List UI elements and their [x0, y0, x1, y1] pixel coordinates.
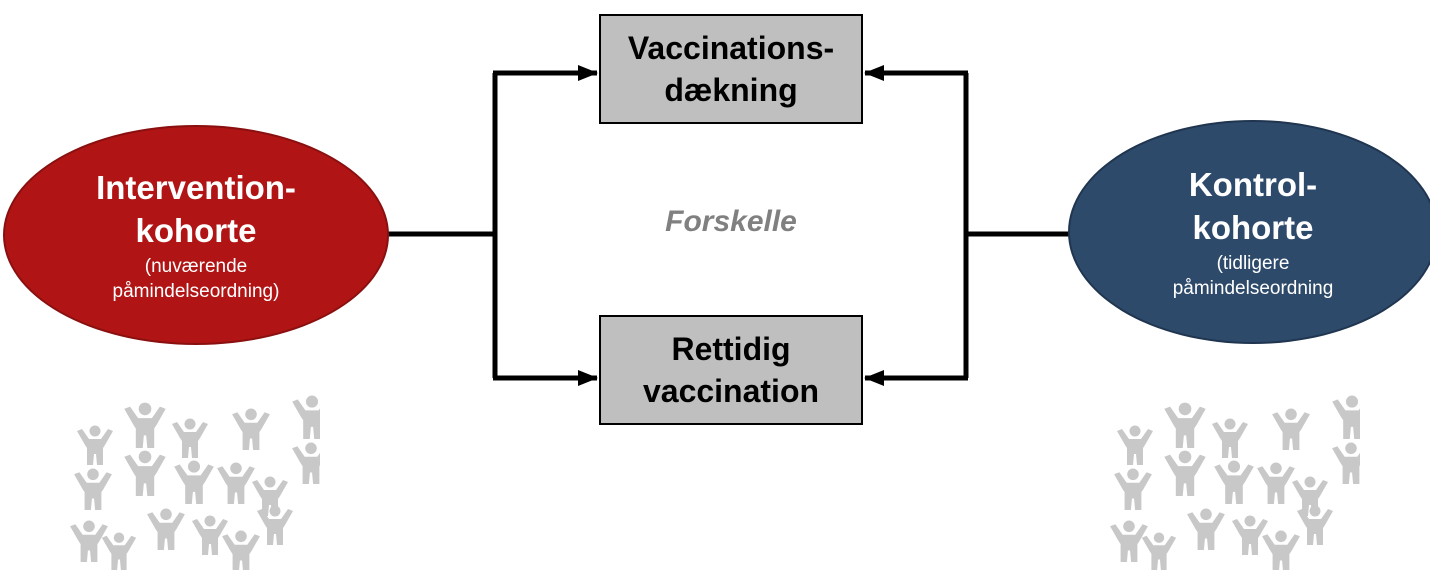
person-icon — [1214, 460, 1254, 504]
person-icon — [292, 442, 320, 484]
intervention-cohort-ellipse: Intervention- kohorte (nuværende påminde… — [3, 125, 389, 345]
person-icon — [1332, 442, 1360, 484]
differences-label: Forskelle — [665, 205, 797, 238]
person-icon — [124, 450, 166, 496]
person-icon — [174, 460, 214, 504]
people-group-right — [1110, 395, 1360, 570]
person-icon — [172, 418, 208, 458]
person-icon — [192, 515, 228, 555]
person-icon — [101, 532, 137, 570]
person-icon — [232, 408, 270, 450]
person-icon — [292, 395, 320, 440]
control-title-line1: Kontrol- — [1188, 166, 1318, 203]
person-icon — [1272, 408, 1310, 450]
person-icon — [1164, 402, 1206, 448]
intervention-title-line2: kohorte — [135, 212, 257, 249]
timely-vaccination-line2: vaccination — [642, 373, 820, 409]
person-icon — [1292, 476, 1328, 516]
vaccination-coverage-box: Vaccinations- dækning — [599, 14, 863, 124]
vaccination-coverage-line1: Vaccinations- — [627, 30, 835, 66]
person-icon — [1297, 505, 1333, 545]
person-icon — [1232, 515, 1268, 555]
person-icon — [124, 402, 166, 448]
person-icon — [1257, 462, 1295, 504]
intervention-subtitle-line2: påmindelseordning) — [112, 281, 280, 302]
vaccination-coverage-line2: dækning — [664, 72, 798, 108]
person-icon — [77, 425, 113, 465]
person-icon — [1164, 450, 1206, 496]
control-title-line2: kohorte — [1192, 209, 1314, 246]
intervention-title-line1: Intervention- — [96, 169, 296, 206]
person-icon — [217, 462, 255, 504]
intervention-subtitle-line1: (nuværende — [144, 256, 248, 277]
person-icon — [252, 476, 288, 516]
control-subtitle-line1: (tidligere — [1216, 253, 1290, 274]
person-icon — [70, 520, 108, 562]
people-group-left — [70, 395, 320, 570]
person-icon — [1332, 395, 1360, 440]
person-icon — [222, 530, 260, 570]
person-icon — [257, 505, 293, 545]
person-icon — [147, 508, 185, 550]
person-icon — [1187, 508, 1225, 550]
person-icon — [1114, 468, 1152, 510]
control-cohort-ellipse: Kontrol- kohorte (tidligere påmindelseor… — [1068, 120, 1430, 344]
person-icon — [1141, 532, 1177, 570]
timely-vaccination-line1: Rettidig — [671, 331, 791, 367]
person-icon — [1117, 425, 1153, 465]
person-icon — [1110, 520, 1148, 562]
person-icon — [74, 468, 112, 510]
timely-vaccination-box: Rettidig vaccination — [599, 315, 863, 425]
person-icon — [1262, 530, 1300, 570]
person-icon — [1212, 418, 1248, 458]
control-subtitle-line2: påmindelseordning — [1172, 278, 1334, 299]
